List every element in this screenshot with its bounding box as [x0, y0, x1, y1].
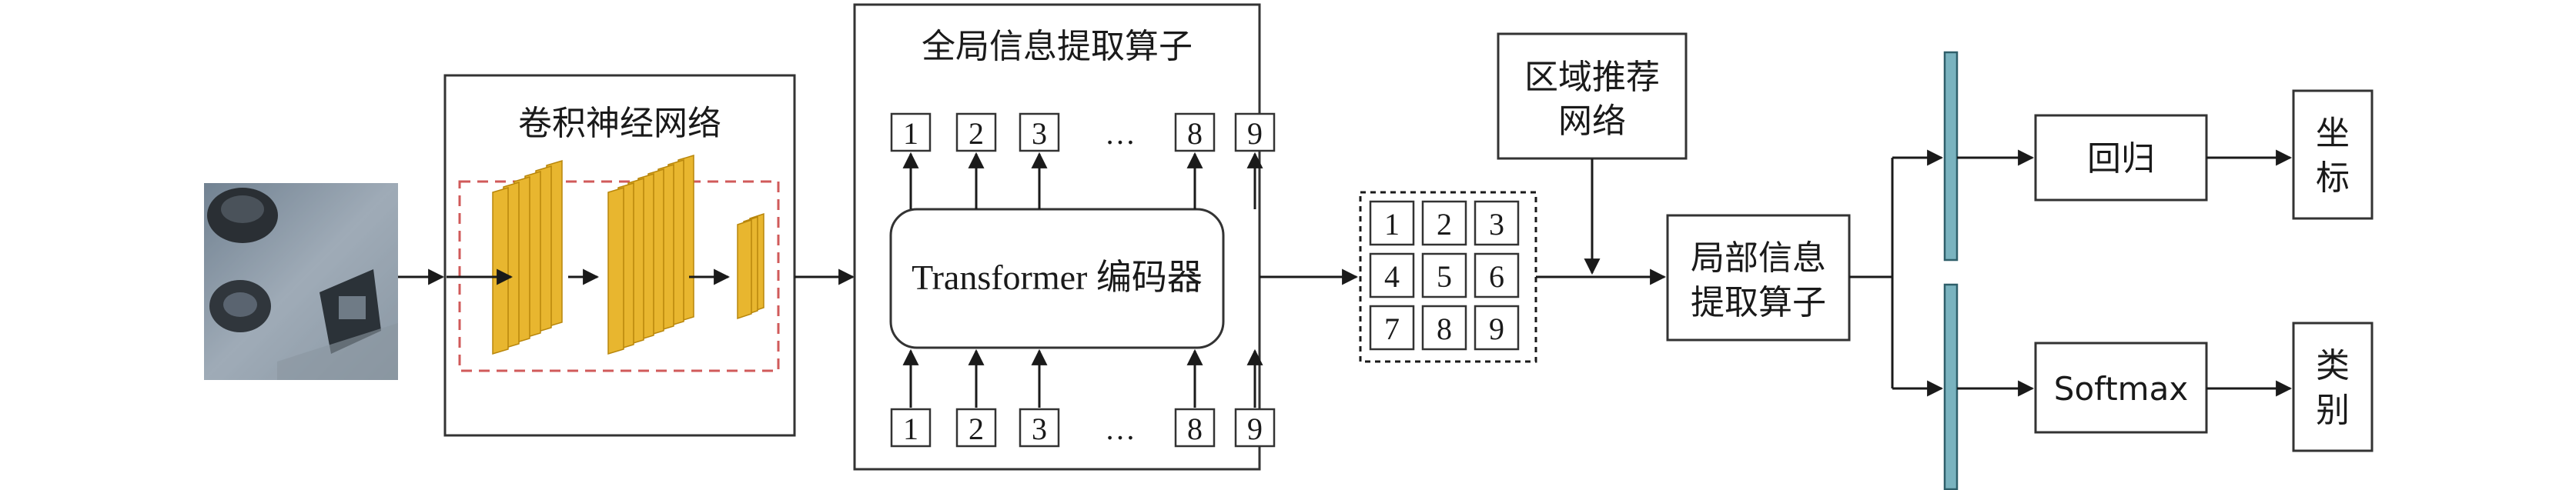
- output-token-label: 2: [969, 116, 984, 151]
- input-token-box: [1174, 408, 1216, 448]
- regression-label: 回归: [2087, 139, 2155, 178]
- coord-char1: 坐: [2316, 114, 2350, 153]
- input-token-label: 2: [969, 412, 984, 446]
- transformer-encoder: [889, 208, 1225, 349]
- grid-cell-label: 6: [1489, 259, 1504, 294]
- input-tokens: 1 2 3 … 8 9: [890, 348, 1276, 448]
- output-token-label: 9: [1247, 116, 1263, 151]
- rpn-line2: 网络: [1558, 102, 1626, 141]
- regression-box: [2034, 114, 2208, 202]
- feature-map-slice: [737, 218, 752, 320]
- input-token-label: 9: [1247, 412, 1263, 446]
- grid-cell: [1369, 252, 1415, 298]
- input-token-label: 8: [1187, 412, 1203, 446]
- grid-cell-label: 4: [1384, 259, 1400, 294]
- output-token-box: [1019, 112, 1060, 152]
- input-token-label: 3: [1032, 412, 1047, 446]
- feature-map-slice: [492, 186, 509, 355]
- input-token-label: …: [1105, 412, 1136, 446]
- category-box: [2292, 322, 2374, 452]
- output-tokens: 1 2 3 … 8 9: [890, 112, 1276, 209]
- output-token-box: [1234, 112, 1276, 152]
- softmax-label: Softmax: [2054, 370, 2188, 408]
- input-token-box: [1019, 408, 1060, 448]
- category-char2: 别: [2316, 391, 2350, 430]
- grid-cell: [1421, 252, 1467, 298]
- local-operator-box: [1666, 214, 1851, 342]
- grid-cell: [1369, 305, 1415, 351]
- output-token-box: [955, 112, 997, 152]
- input-token-box: [890, 408, 932, 448]
- grid-cell-label: 7: [1384, 312, 1400, 346]
- global-title: 全局信息提取算子: [922, 27, 1193, 66]
- output-token-label: 1: [903, 116, 918, 151]
- input-token-label: 1: [903, 412, 918, 446]
- output-token-label: 8: [1187, 116, 1203, 151]
- output-token-label: 3: [1032, 116, 1047, 151]
- grid-cell-label: 1: [1384, 207, 1400, 242]
- output-token-box: [890, 112, 932, 152]
- input-token-box: [1234, 408, 1276, 448]
- token-grid: 1 2 3 4 5 6 7 8 9: [1369, 200, 1520, 351]
- grid-cell: [1474, 252, 1520, 298]
- grid-cell: [1474, 305, 1520, 351]
- fc-layer-bottom: [1943, 283, 1959, 490]
- rpn-line1: 区域推荐: [1524, 58, 1660, 97]
- grid-cell-label: 2: [1437, 207, 1452, 242]
- fc-layer-top: [1943, 51, 1959, 262]
- grid-cell-label: 5: [1437, 259, 1452, 294]
- grid-cell-label: 3: [1489, 207, 1504, 242]
- local-line1: 局部信息: [1691, 238, 1826, 278]
- grid-cell: [1474, 200, 1520, 246]
- category-char1: 类: [2316, 346, 2350, 385]
- grid-cell-label: 9: [1489, 312, 1504, 346]
- input-image: [204, 183, 398, 380]
- global-operator-block: 全局信息提取算子 Transformer 编码器: [853, 3, 1261, 471]
- output-token-box: [1174, 112, 1216, 152]
- output-token-label: …: [1105, 116, 1136, 151]
- grid-cell-label: 8: [1437, 312, 1452, 346]
- softmax-box: [2034, 342, 2208, 434]
- coord-box: [2292, 89, 2374, 220]
- grid-cell: [1369, 200, 1415, 246]
- grid-cell: [1421, 305, 1467, 351]
- feature-map-slice: [607, 186, 624, 355]
- input-token-box: [955, 408, 997, 448]
- feature-map-stacks: [492, 154, 764, 355]
- rpn-box: [1497, 32, 1688, 160]
- local-line2: 提取算子: [1691, 283, 1826, 322]
- grid-cell: [1421, 200, 1467, 246]
- cnn-title: 卷积神经网络: [518, 104, 721, 143]
- coord-char2: 标: [2316, 158, 2350, 198]
- transformer-label: Transformer 编码器: [912, 258, 1203, 297]
